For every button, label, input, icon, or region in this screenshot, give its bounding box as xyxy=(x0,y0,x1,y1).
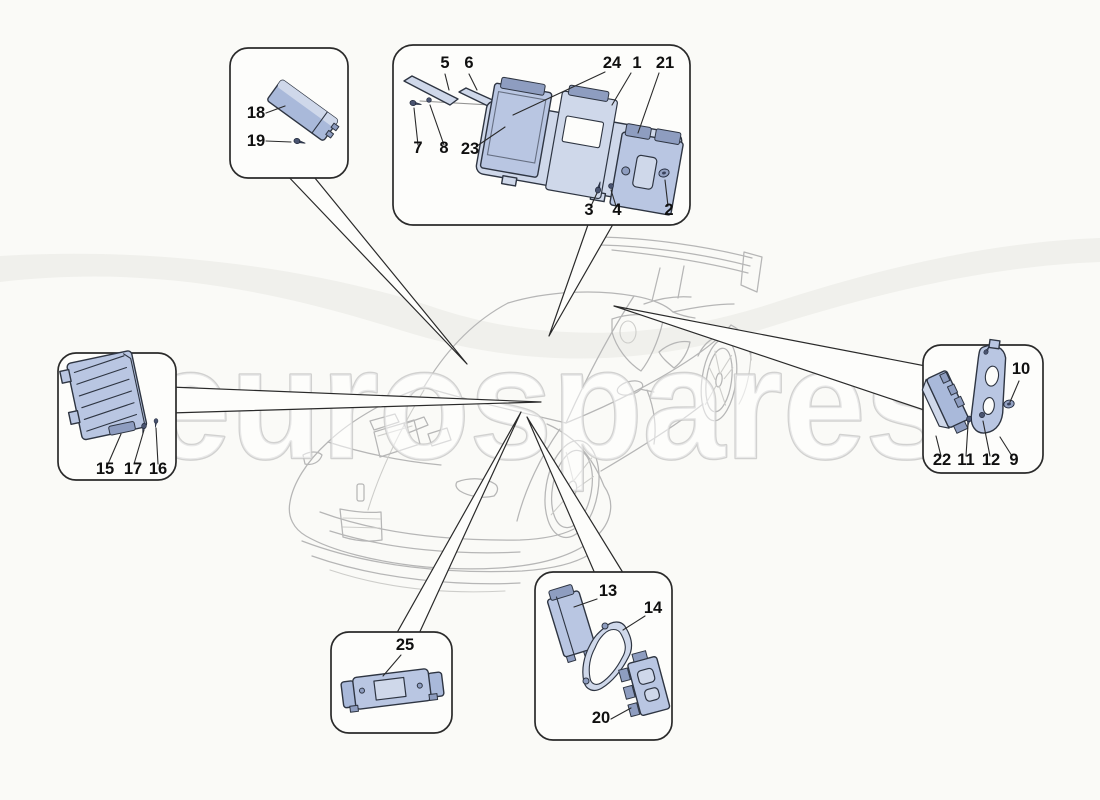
callout-labels: 5 6 24 1 21 7 8 23 3 4 2 18 19 15 17 16 … xyxy=(96,54,1030,727)
side-mirror-illustration xyxy=(616,380,655,396)
part-module-24 xyxy=(545,84,618,200)
callout-label-21: 21 xyxy=(656,54,674,72)
callout-label-16: 16 xyxy=(149,460,167,478)
callout-label-1: 1 xyxy=(632,54,641,72)
callout-label-17: 17 xyxy=(124,460,142,478)
part-module-22-group xyxy=(921,338,1016,434)
part-module-22 xyxy=(921,370,969,434)
callout-label-20: 20 xyxy=(592,709,610,727)
part-bracket-9 xyxy=(970,338,1007,434)
washer-4 xyxy=(608,183,614,189)
part-module-15 xyxy=(59,350,148,441)
callout-leader-lines xyxy=(107,71,1020,720)
leader-wedges xyxy=(169,171,937,639)
callout-label-25: 25 xyxy=(396,636,414,654)
callout-label-9: 9 xyxy=(1009,451,1018,469)
callout-label-14: 14 xyxy=(644,599,663,617)
callout-label-2: 2 xyxy=(664,201,673,219)
part-gasket-14 xyxy=(582,621,633,692)
callout-label-19: 19 xyxy=(247,132,265,150)
rivet-8 xyxy=(426,97,432,103)
washer-12 xyxy=(979,412,985,418)
part-module-18-group xyxy=(267,79,340,147)
callout-label-5: 5 xyxy=(440,54,449,72)
callout-label-18: 18 xyxy=(247,104,265,122)
part-ecu-bracket-assembly xyxy=(403,75,684,216)
callout-label-24: 24 xyxy=(603,54,622,72)
callout-label-11: 11 xyxy=(957,451,974,469)
callout-label-13: 13 xyxy=(599,582,617,600)
callout-label-6: 6 xyxy=(464,54,473,72)
part-modules-13-14-20-group xyxy=(546,584,671,718)
callout-label-8: 8 xyxy=(439,139,448,157)
part-bracket-1 xyxy=(475,76,684,216)
callout-label-3: 3 xyxy=(584,201,593,219)
callout-label-23: 23 xyxy=(461,140,479,158)
callout-label-7: 7 xyxy=(413,139,422,157)
part-module-18 xyxy=(267,79,340,141)
part-module-20 xyxy=(618,650,671,718)
part-strip-5 xyxy=(403,75,459,106)
callout-label-12: 12 xyxy=(982,451,1000,469)
callout-label-15: 15 xyxy=(96,460,114,478)
callout-label-4: 4 xyxy=(612,201,622,219)
part-module-25 xyxy=(340,668,445,713)
part-module-15-group xyxy=(59,350,159,441)
part-module-23 xyxy=(479,76,553,178)
callout-label-10: 10 xyxy=(1012,360,1030,378)
part-module-21 xyxy=(609,123,684,216)
callout-label-22: 22 xyxy=(933,451,951,469)
